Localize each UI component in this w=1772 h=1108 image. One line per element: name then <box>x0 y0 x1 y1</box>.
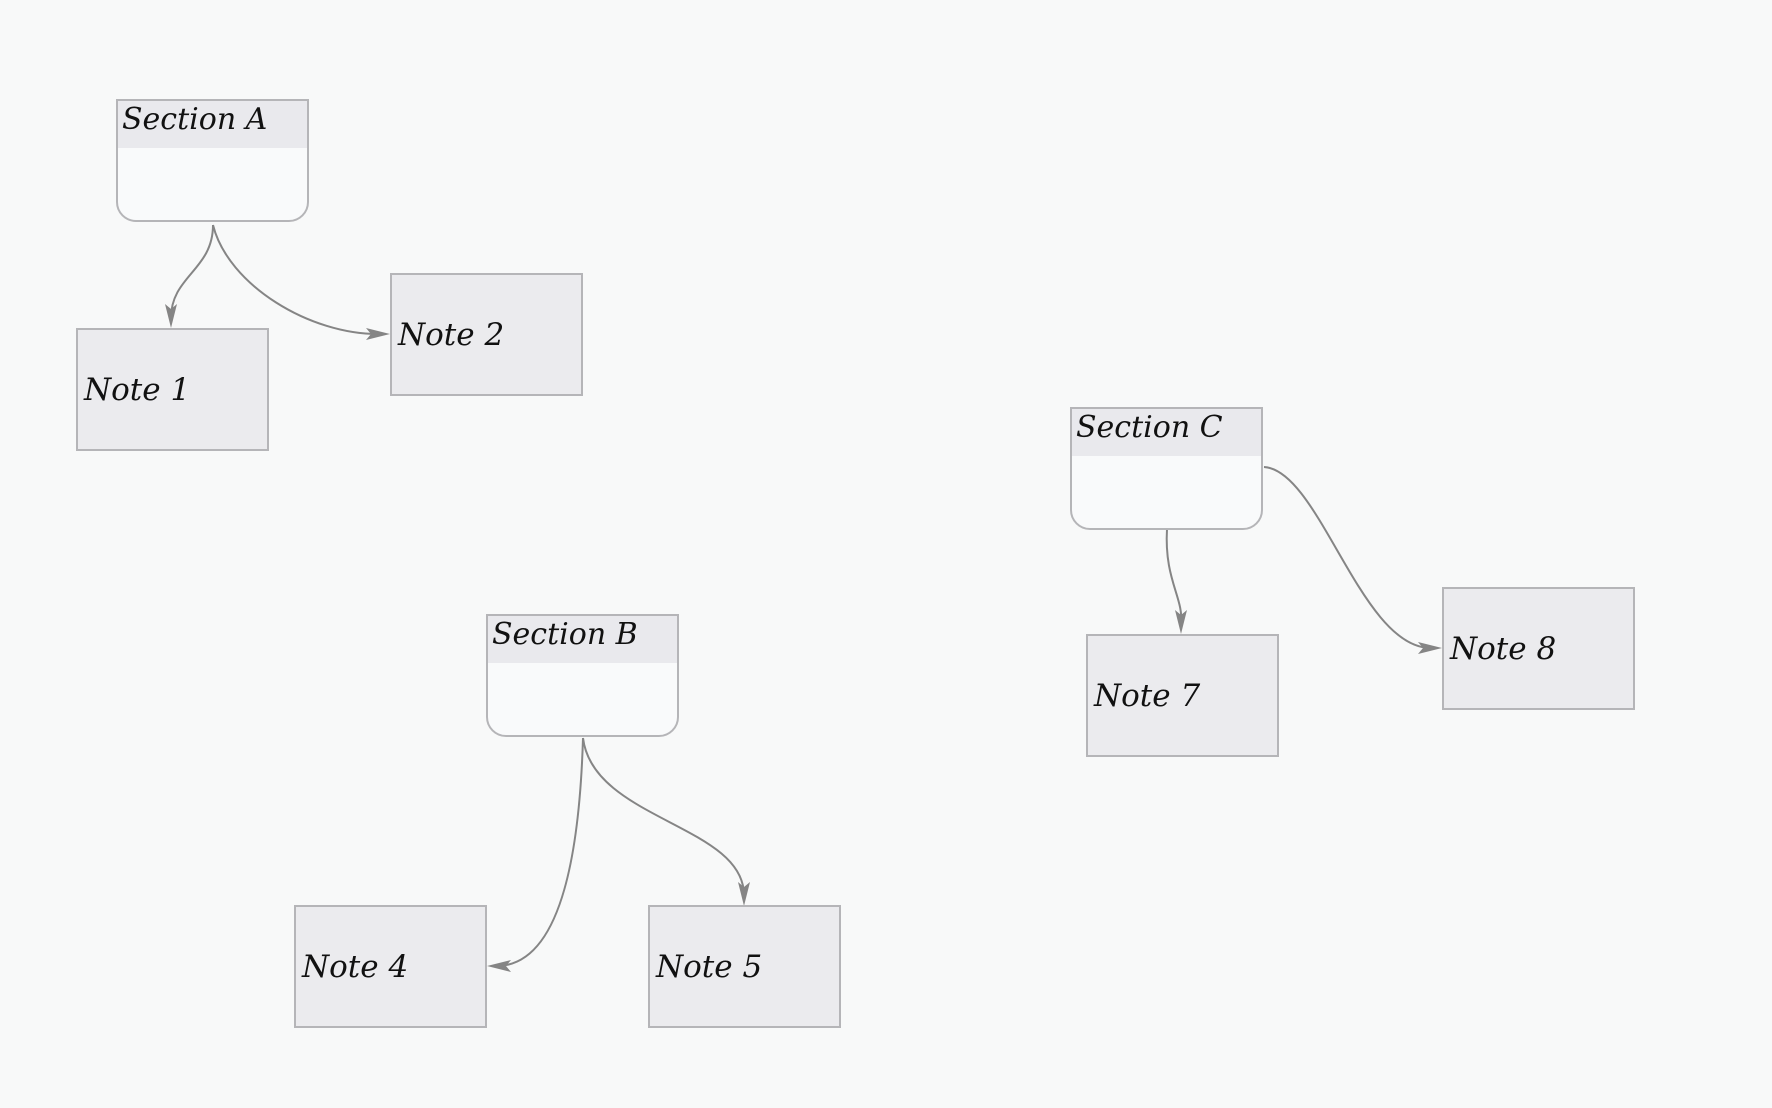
note-4-label: Note 4 <box>302 948 409 985</box>
note-8-node[interactable]: Note 8 <box>1442 587 1635 710</box>
section-c-header: Section C <box>1072 409 1261 456</box>
note-5-label: Note 5 <box>656 948 763 985</box>
section-b-title: Section B <box>492 617 638 652</box>
note-7-node[interactable]: Note 7 <box>1086 634 1279 757</box>
note-1-label: Note 1 <box>84 371 191 408</box>
arrowhead-note-5 <box>738 882 750 906</box>
edge-section-c-note-8 <box>1263 466 1433 650</box>
note-8-label: Note 8 <box>1450 630 1557 667</box>
section-b-node[interactable]: Section B <box>486 614 679 737</box>
arrowhead-note-1 <box>165 304 177 328</box>
edge-section-b-note-5 <box>582 737 746 897</box>
edge-section-c-note-7 <box>1165 528 1183 625</box>
section-a-node[interactable]: Section A <box>116 99 309 222</box>
note-5-node[interactable]: Note 5 <box>648 905 841 1028</box>
arrowhead-note-2 <box>366 328 390 340</box>
note-4-node[interactable]: Note 4 <box>294 905 487 1028</box>
section-c-title: Section C <box>1076 410 1223 445</box>
section-a-title: Section A <box>122 102 268 137</box>
note-1-node[interactable]: Note 1 <box>76 328 269 451</box>
section-a-header: Section A <box>118 101 307 148</box>
arrowhead-note-8 <box>1418 642 1442 654</box>
arrowhead-note-4 <box>487 960 511 972</box>
section-b-header: Section B <box>488 616 677 663</box>
edge-section-b-note-4 <box>496 737 584 967</box>
edge-section-a-note-2 <box>212 224 381 336</box>
edge-section-a-note-1 <box>170 224 214 319</box>
note-2-label: Note 2 <box>398 316 505 353</box>
section-c-node[interactable]: Section C <box>1070 407 1263 530</box>
arrowhead-note-7 <box>1175 610 1187 634</box>
note-2-node[interactable]: Note 2 <box>390 273 583 396</box>
note-7-label: Note 7 <box>1094 677 1201 714</box>
